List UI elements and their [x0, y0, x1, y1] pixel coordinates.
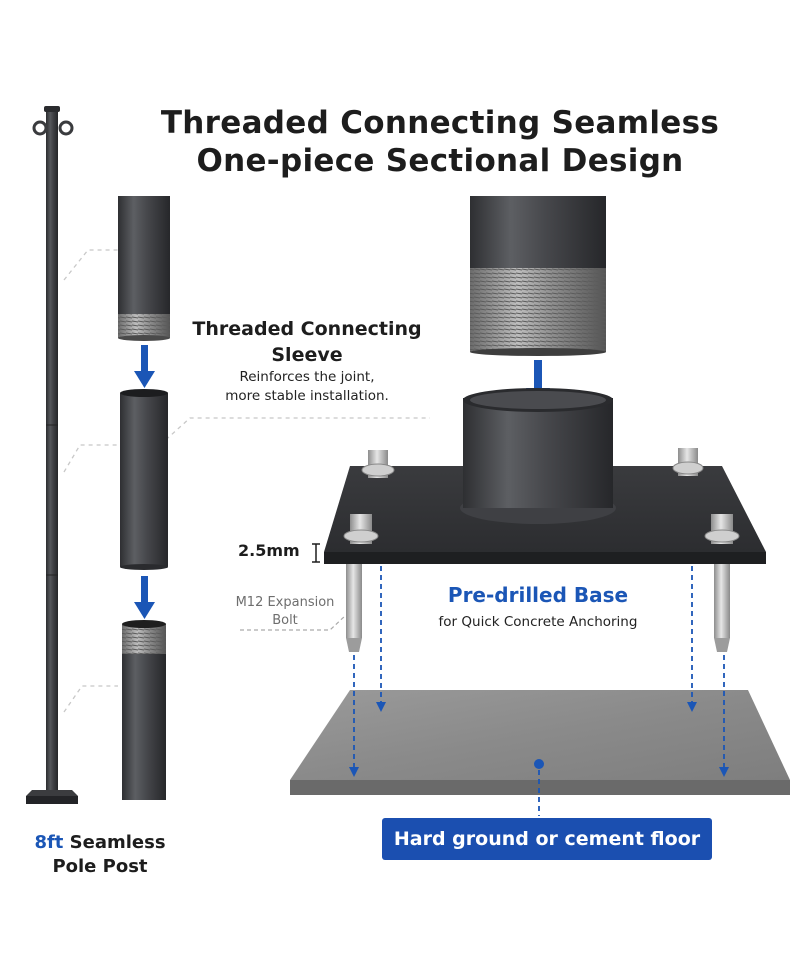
pole-length-highlight: 8ft — [34, 832, 64, 853]
pole-label-line1-rest: Seamless — [63, 832, 166, 853]
main-title-line1: Threaded Connecting Seamless — [160, 105, 720, 141]
expansion-bolt-label: M12 Expansion Bolt — [222, 594, 348, 630]
anchor-point-icon — [534, 759, 544, 769]
bolt-nut — [672, 448, 704, 476]
bolt-nut — [343, 514, 379, 544]
connecting-sleeve — [120, 389, 168, 570]
arrow-down-icon — [134, 345, 155, 388]
expansion-bolt — [714, 564, 730, 652]
sleeve-description: Reinforces the joint, more stable instal… — [182, 368, 432, 406]
bolt-label-line2: Bolt — [272, 613, 298, 628]
sleeve-desc-line2: more stable installation. — [225, 388, 389, 404]
base-pipe-section — [470, 196, 606, 356]
bolt-callout-line — [240, 614, 347, 631]
sleeve-title: Threaded Connecting Sleeve — [182, 316, 432, 368]
bolt-nut — [704, 514, 740, 544]
ground-label-box: Hard ground or cement floor — [382, 818, 712, 860]
full-pole-illustration — [26, 106, 78, 804]
lower-pole-segment — [122, 620, 166, 800]
main-title: Threaded Connecting Seamless One-piece S… — [0, 104, 800, 180]
pole-label-line1: 8ft Seamless — [10, 831, 190, 855]
expansion-bolt — [346, 564, 362, 652]
base-subtitle: for Quick Concrete Anchoring — [438, 614, 638, 630]
main-title-line2: One-piece Sectional Design — [196, 143, 684, 179]
sleeve-title-line1: Threaded Connecting — [192, 318, 422, 340]
anchor-guide-lines — [353, 566, 725, 816]
upper-pole-segment — [118, 196, 170, 341]
arrowhead-icon — [349, 702, 729, 777]
pole-label-line2: Pole Post — [52, 856, 148, 877]
arrow-down-icon — [134, 576, 155, 619]
concrete-slab — [290, 690, 790, 795]
thickness-marker-icon — [312, 543, 320, 563]
pole-callout-lines — [63, 249, 430, 713]
base-title: Pre-drilled Base — [447, 583, 629, 607]
sleeve-title-line2: Sleeve — [271, 344, 343, 366]
plate-thickness-label: 2.5mm — [238, 541, 300, 560]
bolt-label-line1: M12 Expansion — [235, 595, 335, 610]
base-plate — [324, 388, 766, 564]
bolt-nut — [361, 450, 395, 478]
pole-label: 8ft Seamless Pole Post — [10, 831, 190, 879]
sleeve-desc-line1: Reinforces the joint, — [239, 369, 375, 385]
